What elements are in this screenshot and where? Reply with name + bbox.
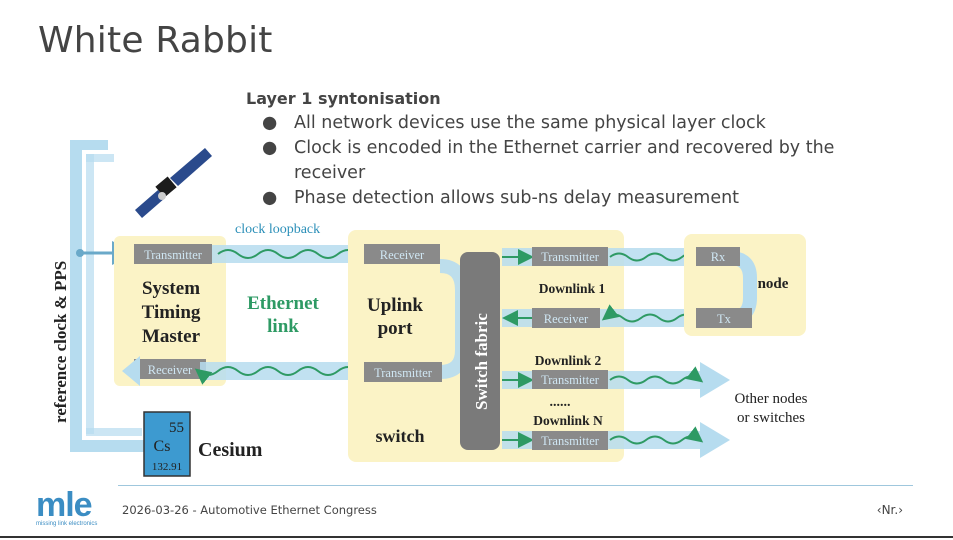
bullet-dot-icon: ● [262,138,278,158]
master-receiver-label [134,359,206,379]
master-title-line: System [142,278,200,299]
bullet-item: ●All network devices use the same physic… [262,111,866,136]
cesium-label: Cesium [198,439,263,461]
d2-transmitter-label [532,370,608,389]
d1-transmitter-text: Transmitter [541,250,600,264]
side-label: reference clock & PPS [51,261,70,423]
other-nodes-label: or switches [737,410,805,426]
bullet-list: ●All network devices use the same physic… [246,111,866,211]
master-receiver-text: Receiver [148,363,193,377]
d1-in-wave [601,304,696,323]
uplink-receiver-label [364,244,440,264]
node-rx-label [696,247,740,266]
cesium-element-tile [143,411,191,477]
downlink-1-label: Downlink 1 [539,281,606,296]
return-wave [194,366,359,385]
bullet-item: ●Clock is encoded in the Ethernet carrie… [262,138,835,183]
section-heading: Layer 1 syntonisation [246,89,441,108]
bullet-dot-icon: ● [262,188,278,208]
uplink-title-line: port [378,318,414,339]
uplink-transmitter-text: Transmitter [374,366,433,380]
node-label: node [758,276,789,292]
satellite-icon [135,148,212,218]
dn-transmitter-text: Transmitter [541,434,600,448]
system-timing-master-box [114,236,226,386]
master-transmitter-text: Transmitter [144,248,203,262]
d1-transmitter-label [532,247,608,266]
master-title-line: Timing [142,302,201,323]
slide-title: White Rabbit [38,20,273,61]
d1-receiver-text: Receiver [544,312,589,326]
clock-loopback-label: clock loopback [235,222,320,237]
d2-out-wave [609,366,704,385]
bullet-item: ●Phase detection allows sub-ns delay mea… [262,186,866,211]
dn-out-wave [609,426,704,445]
downlink-dots: ...... [550,395,571,410]
master-transmitter-label [134,244,212,264]
d1-receiver-label [532,308,600,328]
switch-fabric-bar [460,252,500,450]
d2-transmitter-text: Transmitter [541,373,600,387]
other-nodes-label: Other nodes [735,391,808,407]
cesium-mass: 132.91 [152,461,182,473]
bullet-dot-icon: ● [262,113,278,133]
page-number: ‹Nr.› [876,503,903,517]
switch-fabric-label: Switch fabric [472,313,491,410]
ethernet-link-label: Ethernet [247,293,319,314]
master-title-line: Master [142,326,201,347]
uplink-transmitter-label [364,362,442,382]
ethernet-link-label: link [267,316,299,337]
footer-text: 2026-03-26 - Automotive Ethernet Congres… [122,503,377,517]
switch-label: switch [376,426,425,446]
white-rabbit-diagram: reference clock & PPS Transmitter System… [40,118,880,488]
downlink-2-label: Downlink 2 [535,353,602,368]
cesium-symbol: Cs [154,438,171,455]
dn-transmitter-label [532,431,608,450]
node-tx-text: Tx [717,312,732,326]
downlink-n-label: Downlink N [533,413,603,428]
text-block: Layer 1 syntonisation ●All network devic… [246,86,866,211]
uplink-receiver-text: Receiver [380,248,425,262]
cesium-number: 55 [169,420,184,436]
node-tx-label [696,308,752,328]
bottom-rule [0,536,953,538]
footer-divider [118,485,913,486]
node-rx-text: Rx [711,250,726,264]
mle-logo: mle missing link electronics [36,486,98,527]
uplink-title-line: Uplink [367,295,423,316]
reference-clock-pipe [70,140,150,452]
